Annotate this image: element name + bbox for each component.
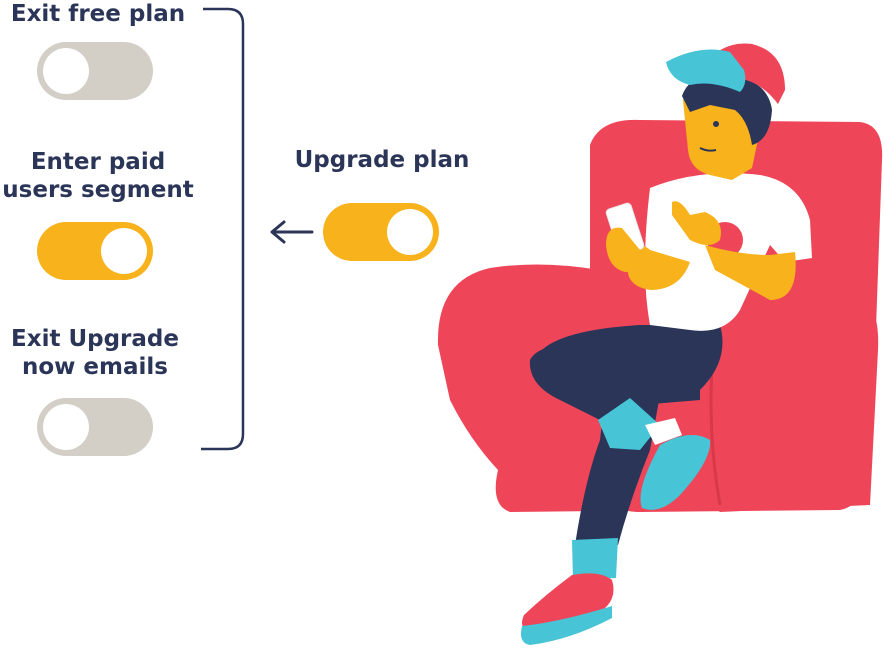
bracket-icon (201, 7, 245, 451)
trigger-toggle[interactable] (323, 203, 439, 261)
step-2-toggle[interactable] (37, 222, 153, 280)
step-1-toggle[interactable] (37, 42, 153, 100)
toggle-knob (387, 209, 433, 255)
step-1-label: Exit free plan (10, 1, 186, 27)
toggle-knob (43, 404, 89, 450)
person-legs (521, 325, 723, 645)
toggle-knob (43, 48, 89, 94)
person-head (666, 43, 785, 180)
person-torso (605, 173, 812, 331)
toggle-knob (101, 228, 147, 274)
step-3-label: Exit Upgrade now emails (11, 326, 179, 380)
step-3-toggle[interactable] (37, 398, 153, 456)
step-2-label: Enter paid users segment (2, 149, 194, 203)
arrow-left-icon (270, 220, 314, 244)
trigger-label: Upgrade plan (294, 147, 470, 173)
